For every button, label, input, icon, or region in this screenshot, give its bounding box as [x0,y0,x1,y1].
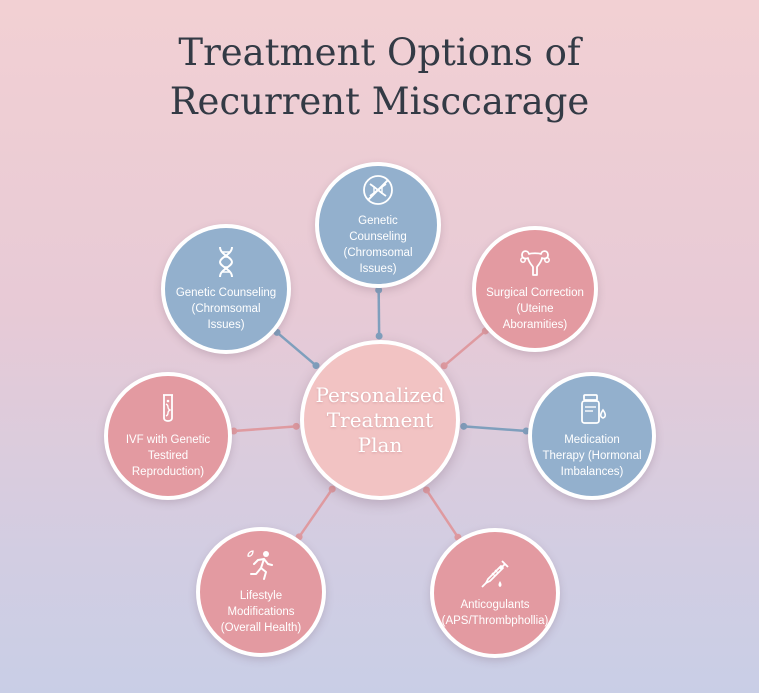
node-label: Anticogulants (APS/Thrombphollia) [441,599,549,627]
center-node-label: Personalized Treatment Plan [315,382,445,457]
dna-icon [218,246,234,278]
node-surgical-correction: Surgical Correction (Uteine Aboramities) [472,226,598,352]
node-label: Surgical Correction (Uteine Aboramities) [486,287,584,331]
connector-dot [440,362,448,370]
title-line-1: Treatment Options of [178,31,581,74]
dna-crossed-icon [363,175,393,205]
node-label: IVF with Genetic Testired Reproduction) [125,434,211,478]
page-title: Treatment Options of Recurrent Misccarag… [0,28,759,126]
node-label: Medication Therapy (Hormonal Imbalances) [542,434,642,478]
node-genetic-counseling-left: Genetic Counseling (Chromsomal Issues) [161,224,291,354]
connector-line [276,331,317,367]
medicine-bottle-icon [581,394,607,424]
node-genetic-counseling-top: Genetic Counseling (Chromsomal Issues) [315,162,441,288]
connector-dot [230,427,238,435]
connector-line [233,425,297,433]
uterus-icon [520,250,550,276]
connector-dot [460,422,468,430]
node-lifestyle-modifications: Lifestyle Modifications (Overall Health) [196,527,326,657]
node-label: Lifestyle Modifications (Overall Health) [220,590,302,634]
node-label: Genetic Counseling (Chromsomal Issues) [343,215,413,275]
syringe-icon [481,560,509,588]
connector-line [443,330,487,367]
connector-dot [522,427,530,435]
node-anticoagulants: Anticogulants (APS/Thrombphollia) [430,528,560,658]
node-label: Genetic Counseling (Chromsomal Issues) [175,287,277,331]
connector-line [298,488,334,538]
connector-dot [375,286,383,294]
connector-line [463,425,527,433]
title-line-2: Recurrent Misccarage [169,80,590,123]
center-node: Personalized Treatment Plan [300,340,460,500]
test-tube-icon [163,394,173,422]
node-medication-therapy: Medication Therapy (Hormonal Imbalances) [528,372,656,500]
node-ivf-genetic-testing: IVF with Genetic Testired Reproduction) [104,372,232,500]
connector-dot [292,422,300,430]
connector-dot [328,485,336,493]
connector-dot [312,362,320,370]
running-person-icon [247,550,273,580]
connector-dot [423,486,431,494]
connector-dot [375,332,383,340]
connector-line [425,489,459,538]
